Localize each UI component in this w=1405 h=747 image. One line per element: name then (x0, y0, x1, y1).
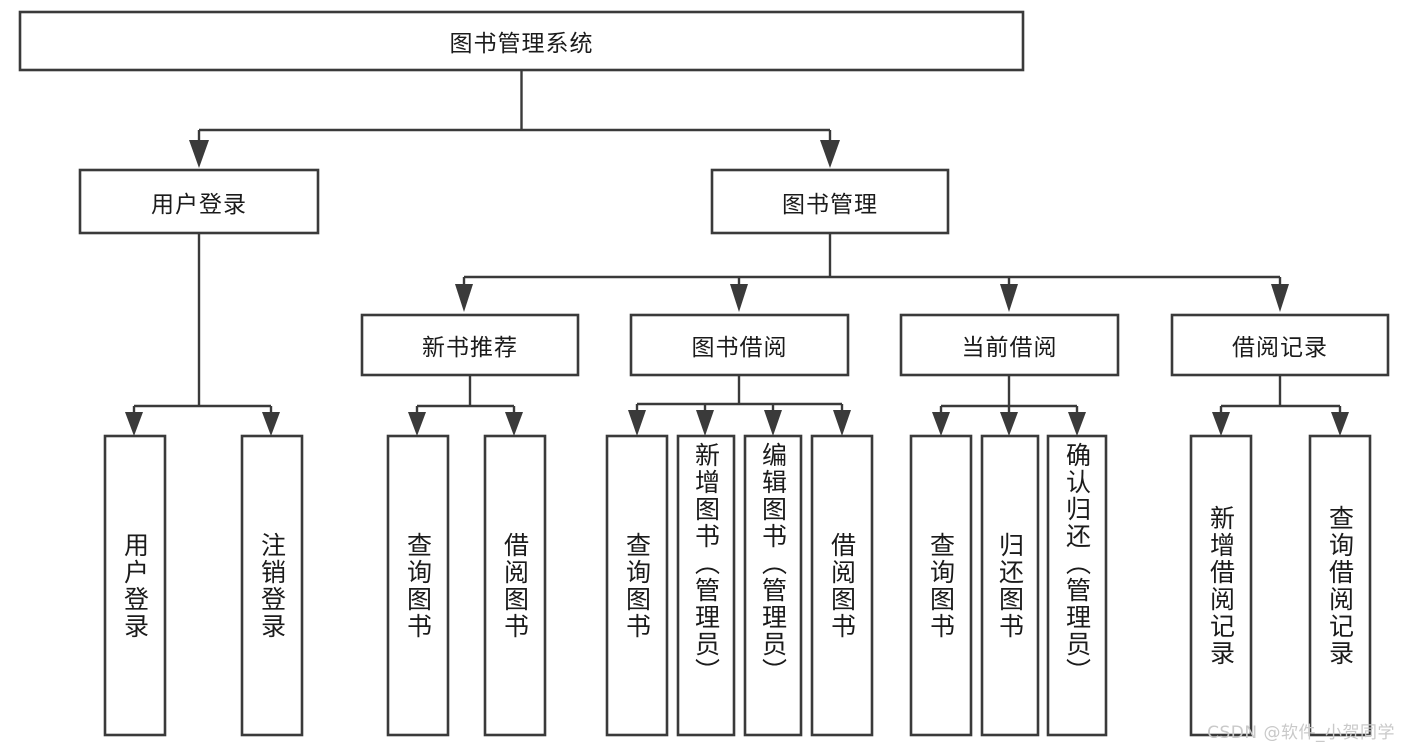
node-book-management[interactable] (710, 168, 950, 235)
node-root-system[interactable] (18, 10, 1025, 72)
arrowhead-bookmgmt-borrow (730, 284, 748, 312)
node-new-book-recommend[interactable] (360, 313, 580, 377)
arrowhead-current-leaf2 (1000, 412, 1018, 436)
arrowhead-root-to-login (189, 140, 209, 168)
node-book-borrow[interactable] (629, 313, 850, 377)
arrowhead-newbook-leaf2 (505, 412, 523, 436)
arrowhead-current-leaf1 (932, 412, 950, 436)
leaf-book-borrow-3[interactable] (810, 434, 874, 737)
arrowhead-bookmgmt-newbook (455, 284, 473, 312)
leaf-user-login-1[interactable] (240, 434, 304, 737)
arrowhead-bookmgmt-record (1271, 284, 1289, 312)
arrowhead-root-to-bookmgmt (820, 140, 840, 168)
node-user-login[interactable] (78, 168, 320, 235)
watermark: CSDN @软件_小贺同学 (1207, 723, 1395, 743)
arrowhead-borrow-leaf2 (696, 410, 714, 436)
leaf-book-borrow-2[interactable] (743, 434, 803, 737)
leaf-book-borrow-1[interactable] (676, 434, 736, 737)
arrowhead-borrow-leaf1 (628, 410, 646, 436)
leaf-book-borrow-0[interactable] (605, 434, 669, 737)
arrowhead-login-leaf2 (262, 412, 280, 436)
arrowhead-newbook-leaf1 (408, 412, 426, 436)
leaf-borrow-record-0[interactable] (1189, 434, 1253, 737)
arrowhead-borrow-leaf4 (833, 410, 851, 436)
arrowhead-record-leaf1 (1212, 412, 1230, 436)
arrowhead-borrow-leaf3 (764, 410, 782, 436)
leaf-current-borrow-2[interactable] (1046, 434, 1108, 737)
leaf-user-login-0[interactable] (103, 434, 167, 737)
arrowhead-bookmgmt-current (1000, 284, 1018, 312)
leaf-current-borrow-1[interactable] (980, 434, 1040, 737)
leaf-new-book-1[interactable] (483, 434, 547, 737)
arrowhead-current-leaf3 (1068, 412, 1086, 436)
leaf-borrow-record-1[interactable] (1308, 434, 1372, 737)
arrowhead-record-leaf2 (1331, 412, 1349, 436)
node-borrow-record[interactable] (1170, 313, 1390, 377)
arrowhead-login-leaf1 (125, 412, 143, 436)
leaf-new-book-0[interactable] (386, 434, 450, 737)
leaf-current-borrow-0[interactable] (909, 434, 973, 737)
node-current-borrow[interactable] (899, 313, 1120, 377)
